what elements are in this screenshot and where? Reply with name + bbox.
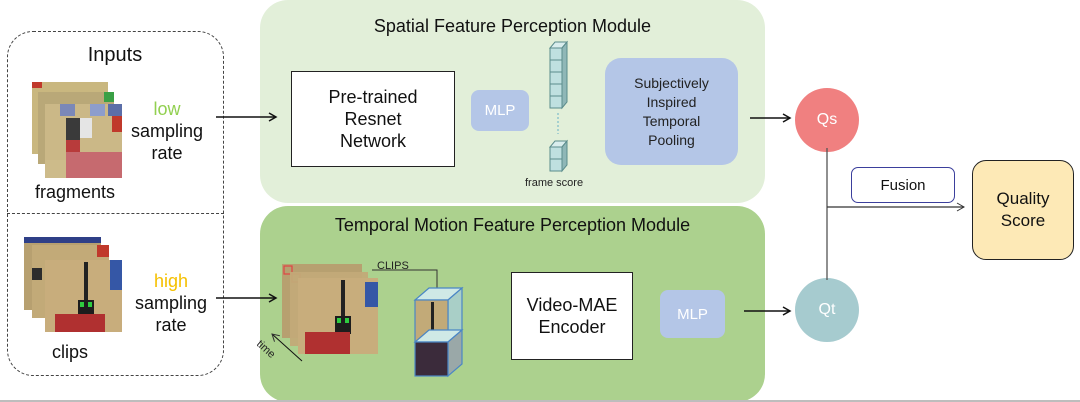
fragments-rate-word: low bbox=[153, 99, 181, 119]
pooling-line-4: Pooling bbox=[648, 131, 695, 148]
clips-label: clips bbox=[52, 342, 89, 362]
spatial-module-title: Spatial Feature Perception Module bbox=[373, 16, 652, 36]
qt-circle: Qt bbox=[795, 278, 859, 342]
bottom-rule bbox=[0, 400, 1080, 402]
temporal-module-title: Temporal Motion Feature Perception Modul… bbox=[334, 215, 691, 235]
clips-rate-line2: sampling bbox=[134, 293, 208, 313]
quality-line-2: Score bbox=[1000, 211, 1046, 230]
resnet-line-1: Pre-trained bbox=[328, 87, 418, 107]
resnet-box: Pre-trained Resnet Network bbox=[291, 71, 455, 167]
quality-score-box: Quality Score bbox=[972, 160, 1074, 260]
clips-caption: CLIPS bbox=[377, 260, 409, 272]
fragments-rate-line2: sampling bbox=[130, 121, 204, 141]
clips-rate-word: high bbox=[153, 271, 189, 291]
video-mae-encoder-box: Video-MAE Encoder bbox=[511, 272, 633, 360]
qs-circle: Qs bbox=[795, 88, 859, 152]
resnet-line-2: Resnet bbox=[344, 109, 402, 129]
temporal-clip-frames-image bbox=[282, 264, 378, 354]
encoder-line-1: Video-MAE bbox=[526, 295, 618, 315]
pooling-line-1: Subjectively bbox=[634, 74, 709, 91]
quality-line-1: Quality bbox=[996, 189, 1050, 208]
temporal-pooling-box: Subjectively Inspired Temporal Pooling bbox=[605, 58, 738, 165]
clips-rate-text: high sampling rate bbox=[126, 270, 216, 336]
clip-cubes-icon bbox=[413, 286, 464, 378]
resnet-line-3: Network bbox=[339, 131, 406, 151]
fragments-rate-text: low sampling rate bbox=[122, 98, 212, 164]
time-arrow bbox=[271, 333, 303, 362]
spatial-mlp-box: MLP bbox=[471, 90, 529, 131]
fragments-label: fragments bbox=[35, 182, 116, 202]
frame-score-stack-icon bbox=[548, 40, 569, 173]
clips-rate-line3: rate bbox=[155, 315, 187, 335]
pooling-line-3: Temporal bbox=[642, 112, 701, 129]
inputs-divider bbox=[7, 213, 224, 214]
fusion-box: Fusion bbox=[851, 167, 955, 203]
inputs-title: Inputs bbox=[87, 44, 143, 66]
fragments-rate-line3: rate bbox=[151, 143, 183, 163]
encoder-line-2: Encoder bbox=[538, 317, 606, 337]
input-thumbnails bbox=[24, 82, 122, 332]
clips-stack-image bbox=[24, 237, 122, 332]
fragments-stack-image bbox=[32, 82, 122, 178]
temporal-mlp-box: MLP bbox=[660, 290, 725, 338]
frame-score-label: frame score bbox=[525, 177, 584, 189]
pooling-line-2: Inspired bbox=[646, 93, 697, 110]
inputs-panel bbox=[7, 31, 224, 376]
